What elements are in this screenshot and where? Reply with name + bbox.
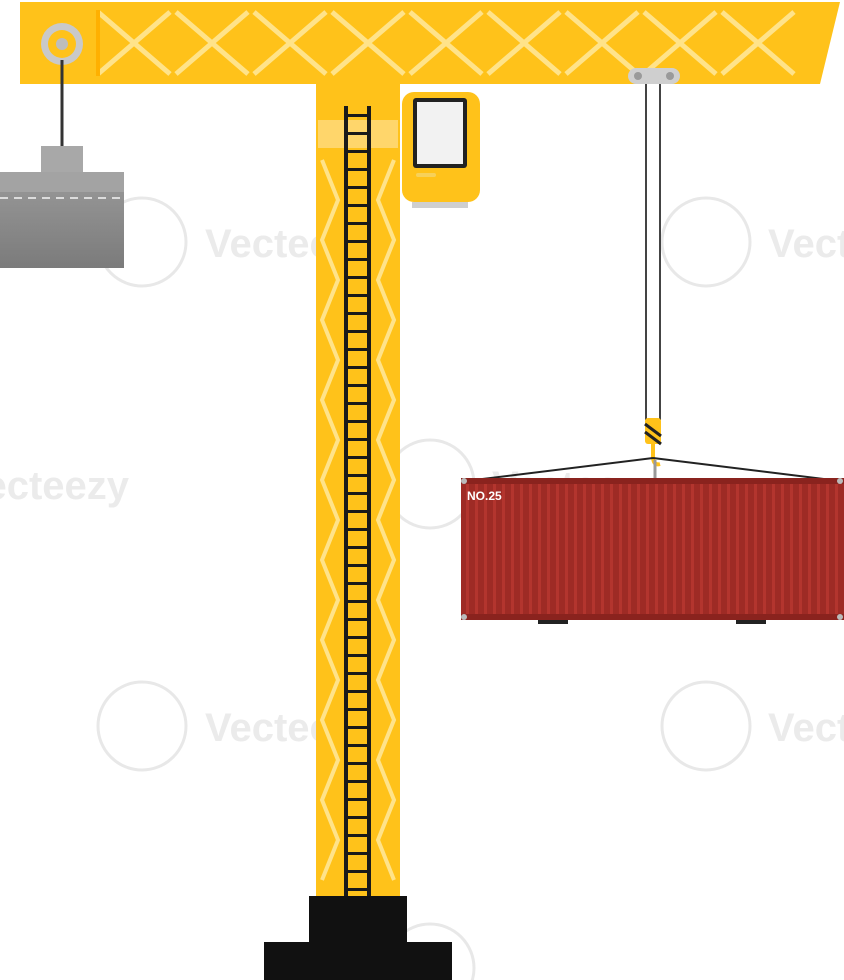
operator-cabin bbox=[402, 92, 480, 208]
crane-mast bbox=[316, 84, 400, 896]
crane-base bbox=[264, 896, 452, 980]
watermark-text: Vecteezy bbox=[0, 464, 130, 508]
mast-ladder bbox=[344, 106, 371, 896]
shipping-container: NO.25 bbox=[461, 478, 844, 624]
watermark-text: Vecteezy bbox=[768, 222, 844, 266]
crane-hook bbox=[644, 418, 662, 467]
container-ribs bbox=[466, 484, 838, 614]
crane-jib bbox=[20, 2, 840, 84]
hoist-trolley bbox=[628, 68, 680, 84]
container-slings bbox=[465, 457, 841, 482]
pulley-wheel bbox=[41, 23, 83, 65]
counterweight bbox=[0, 146, 124, 268]
jib-lattice bbox=[96, 10, 796, 76]
container-number-label: NO.25 bbox=[467, 489, 502, 503]
watermark-text: Vecteezy bbox=[768, 706, 844, 750]
